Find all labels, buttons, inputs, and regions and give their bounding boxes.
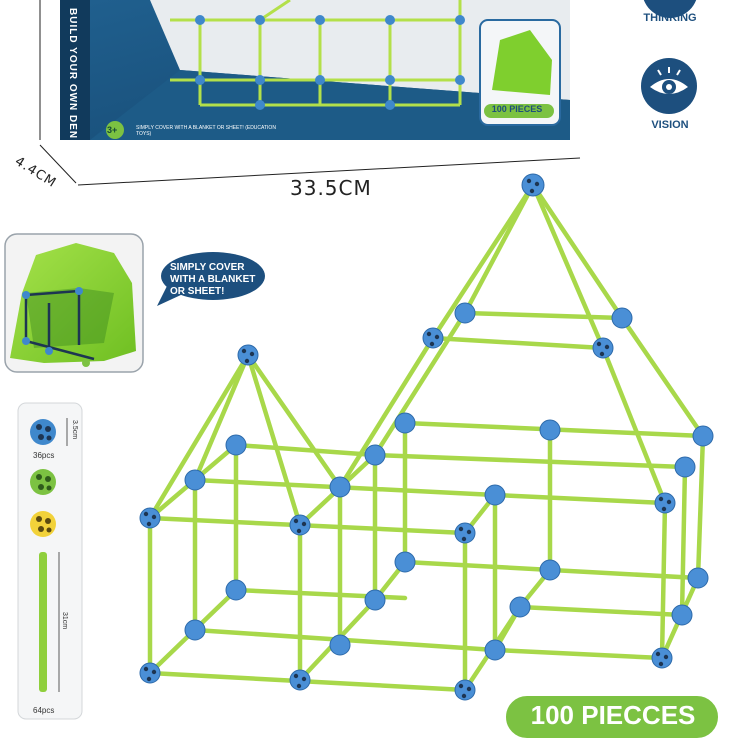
box-subtitle: SIMPLY COVER WITH A BLANKET OR SHEET! (E… — [136, 125, 276, 137]
dimension-lines — [39, 0, 581, 186]
box-age-badge: 3+ — [107, 125, 118, 135]
pieces-badge-text: 100 PIECCES — [530, 700, 696, 730]
rod-count-label: 64pcs — [33, 706, 55, 715]
speech-bubble — [157, 252, 265, 306]
pieces-badge — [504, 694, 720, 740]
box-width-label: 33.5CM — [290, 176, 372, 200]
thinking-label: THINKING — [643, 12, 697, 24]
connector-count-label: 36pcs — [33, 451, 55, 460]
box-pieces-label: 100 PIECES — [491, 104, 543, 114]
vision-label: VISION — [651, 119, 689, 131]
covered-tent-photo — [4, 233, 144, 373]
package-box — [60, 0, 570, 140]
parts-panel — [17, 402, 83, 720]
eye-icon — [641, 58, 697, 114]
speech-bubble-text: SIMPLY COVER WITH A BLANKET OR SHEET! — [170, 262, 256, 297]
thinking-icon — [643, 0, 697, 18]
